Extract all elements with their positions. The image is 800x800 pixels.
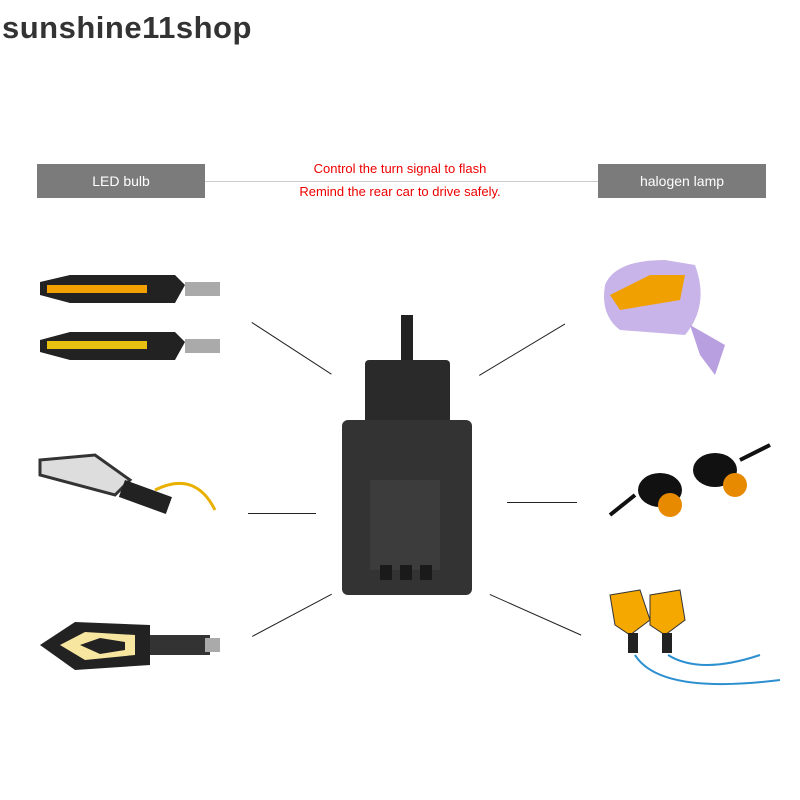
flasher-relay-image	[342, 315, 472, 595]
connector-line	[252, 593, 332, 637]
caption-line-2: Remind the rear car to drive safely.	[250, 184, 550, 199]
mirror-signal-lamp-image	[604, 260, 725, 375]
led-sequential-bulbs-image	[40, 275, 220, 360]
header-divider	[205, 181, 598, 182]
led-bulb-label: LED bulb	[37, 164, 205, 198]
connector-line	[248, 513, 316, 514]
connector-line	[251, 322, 332, 375]
watermark: sunshine11shop	[2, 10, 252, 45]
led-arrow-bulb-image	[38, 453, 217, 515]
bullet-halogen-lamps-image	[608, 443, 771, 517]
caption-line-1: Control the turn signal to flash	[250, 161, 550, 176]
connector-line	[479, 323, 566, 376]
led-diamond-bulb-image	[40, 622, 220, 670]
connector-line	[489, 594, 582, 636]
halogen-lamp-label: halogen lamp	[598, 164, 766, 198]
amber-halogen-lamps-image	[609, 589, 781, 686]
connector-line	[507, 502, 577, 503]
